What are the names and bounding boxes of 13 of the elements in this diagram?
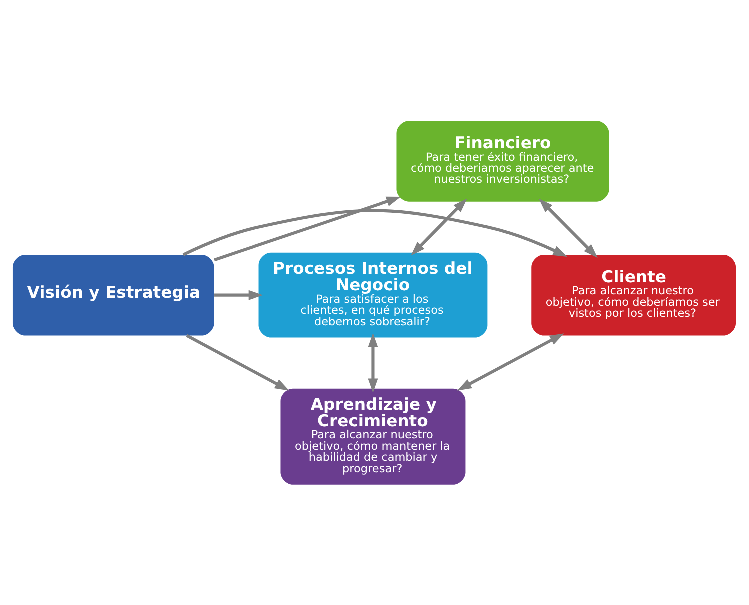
- node-box: Cliente Para alcanzar nuestro objetivo, cómo deberíamos ser vistos por los clientes?: [532, 254, 736, 336]
- node-box: Financiero Para tener éxito financiero, cómo deberiamos aparecer ante nuestros inversionistas?: [396, 120, 610, 202]
- arrow: [411, 198, 468, 256]
- arrow: [182, 208, 568, 256]
- arrow: [214, 196, 401, 262]
- arrow: [457, 333, 564, 390]
- arrow: [214, 290, 264, 300]
- node-box: Aprendizaje y Crecimiento Para alcanzar nuestro objetivo, cómo mantener la habilidad de cambiar y progresar?: [280, 388, 466, 484]
- arrow: [539, 198, 598, 258]
- node-box: Procesos Internos del Negocio Para satisfacer a los clientes, en qué procesos debemos sobresalir?: [258, 252, 488, 338]
- arrow: [368, 332, 378, 393]
- arrow: [186, 334, 290, 390]
- node-box: Visión y Estrategia: [12, 254, 214, 336]
